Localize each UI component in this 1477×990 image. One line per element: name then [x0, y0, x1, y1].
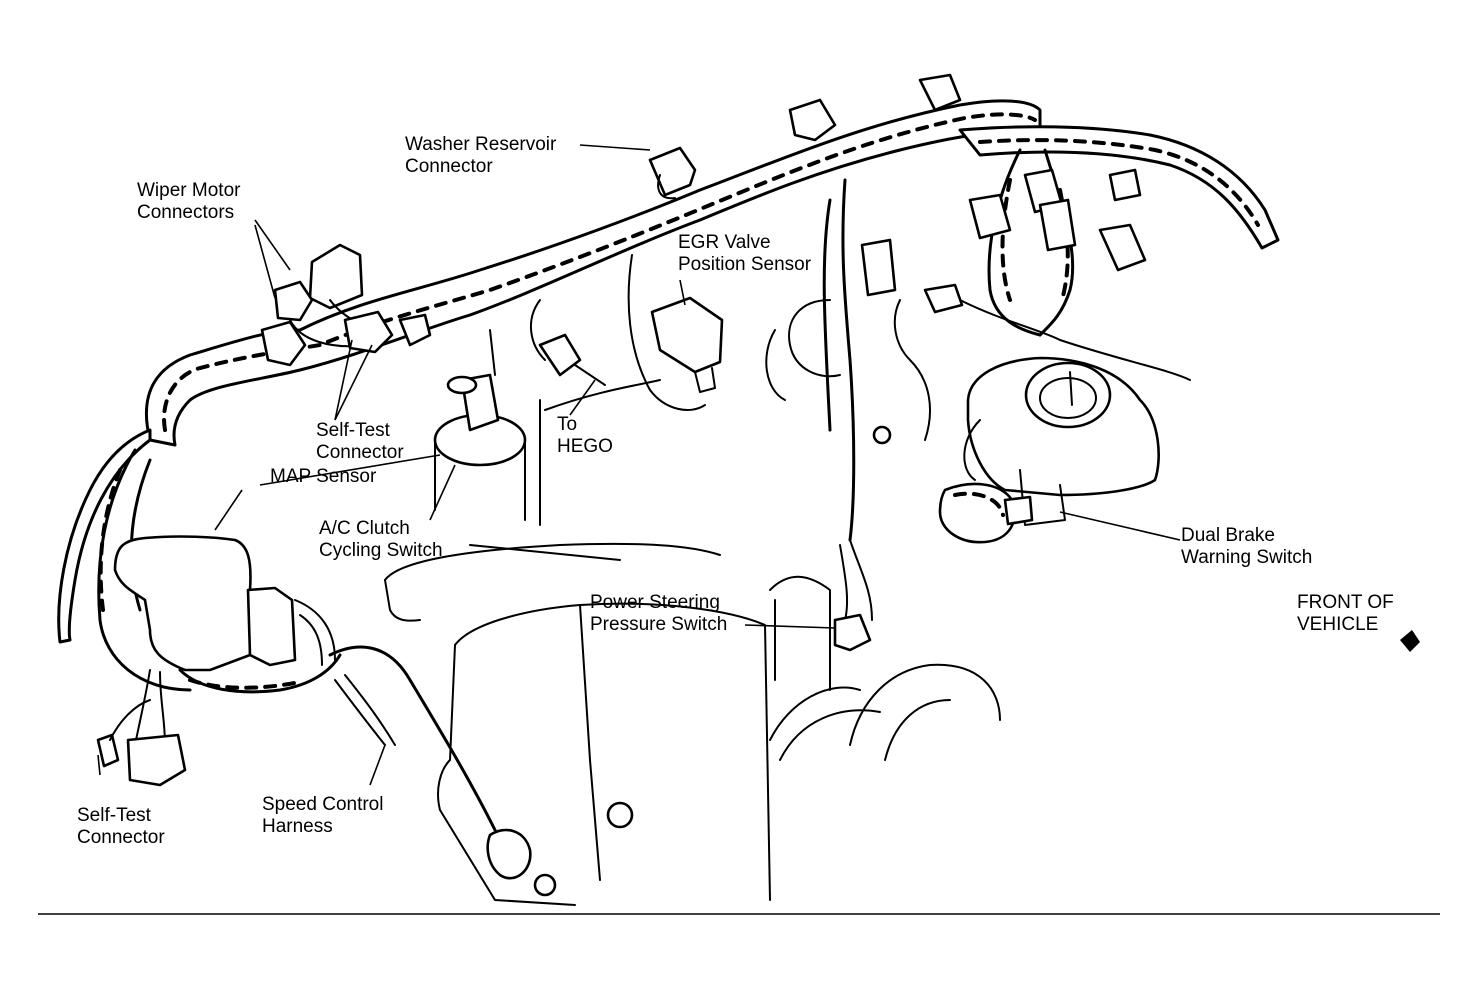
label-line: Cycling Switch	[319, 540, 443, 561]
label-line: Wiper Motor	[137, 180, 241, 201]
brake-reservoir-art	[963, 356, 1160, 526]
label-line: HEGO	[557, 436, 613, 457]
power-steering-switch-art	[833, 539, 873, 652]
label-line: To	[557, 414, 578, 435]
label-self-test-connector-lower: Self-Test Connector	[77, 805, 165, 849]
label-line: Connectors	[137, 202, 235, 223]
label-wiper-motor-connectors: Wiper Motor Connectors	[137, 180, 240, 224]
right-connectors-art	[968, 168, 1147, 272]
self-test-connector-upper-art	[260, 310, 432, 367]
dual-brake-switch-art	[938, 482, 1034, 544]
label-to-hego: To HEGO	[557, 414, 613, 458]
map-sensor-art	[113, 535, 342, 694]
label-power-steering-pressure-switch: Power Steering Pressure Switch	[590, 592, 727, 636]
middle-loops-art	[765, 238, 1191, 445]
label-line: Connector	[77, 827, 165, 848]
label-line: A/C Clutch	[319, 518, 410, 539]
label-line: Dual Brake	[1181, 525, 1275, 546]
label-self-test-connector-upper: Self-Test Connector	[316, 420, 404, 464]
front-arrow-icon	[1400, 630, 1420, 652]
label-line: Washer Reservoir	[405, 134, 557, 155]
egr-sensor-art	[627, 254, 724, 411]
engine-block-art	[384, 379, 1001, 906]
leader-lines	[97, 144, 1181, 786]
label-line: Self-Test	[316, 420, 390, 441]
self-test-connector-lower-art	[96, 669, 187, 787]
ac-switch-canister-art	[433, 329, 527, 521]
label-ac-clutch-cycling-switch: A/C Clutch Cycling Switch	[319, 518, 443, 562]
label-washer-reservoir-connector: Washer Reservoir Connector	[405, 134, 556, 178]
label-line: MAP Sensor	[270, 466, 377, 487]
label-line: EGR Valve	[678, 232, 771, 253]
washer-reservoir-connector-art	[648, 146, 697, 200]
speed-control-harness-art	[328, 645, 532, 880]
label-line: Warning Switch	[1181, 547, 1313, 568]
label-dual-brake-warning-switch: Dual Brake Warning Switch	[1181, 525, 1312, 569]
label-map-sensor: MAP Sensor	[270, 466, 376, 488]
label-front-of-vehicle: FRONT OF VEHICLE	[1297, 592, 1394, 636]
label-line: Position Sensor	[678, 254, 812, 275]
label-line: Connector	[316, 442, 404, 463]
label-line: FRONT OF	[1297, 592, 1394, 613]
label-line: Power Steering	[590, 592, 720, 613]
label-line: Connector	[405, 156, 493, 177]
label-egr-valve-position-sensor: EGR Valve Position Sensor	[678, 232, 811, 276]
label-line: Self-Test	[77, 805, 151, 826]
top-connectors-art	[788, 73, 962, 142]
hego-connector-art	[529, 299, 606, 386]
label-line: Harness	[262, 816, 333, 837]
label-line: Speed Control	[262, 794, 384, 815]
label-speed-control-harness: Speed Control Harness	[262, 794, 383, 838]
label-line: Pressure Switch	[590, 614, 728, 635]
label-line: VEHICLE	[1297, 614, 1379, 635]
